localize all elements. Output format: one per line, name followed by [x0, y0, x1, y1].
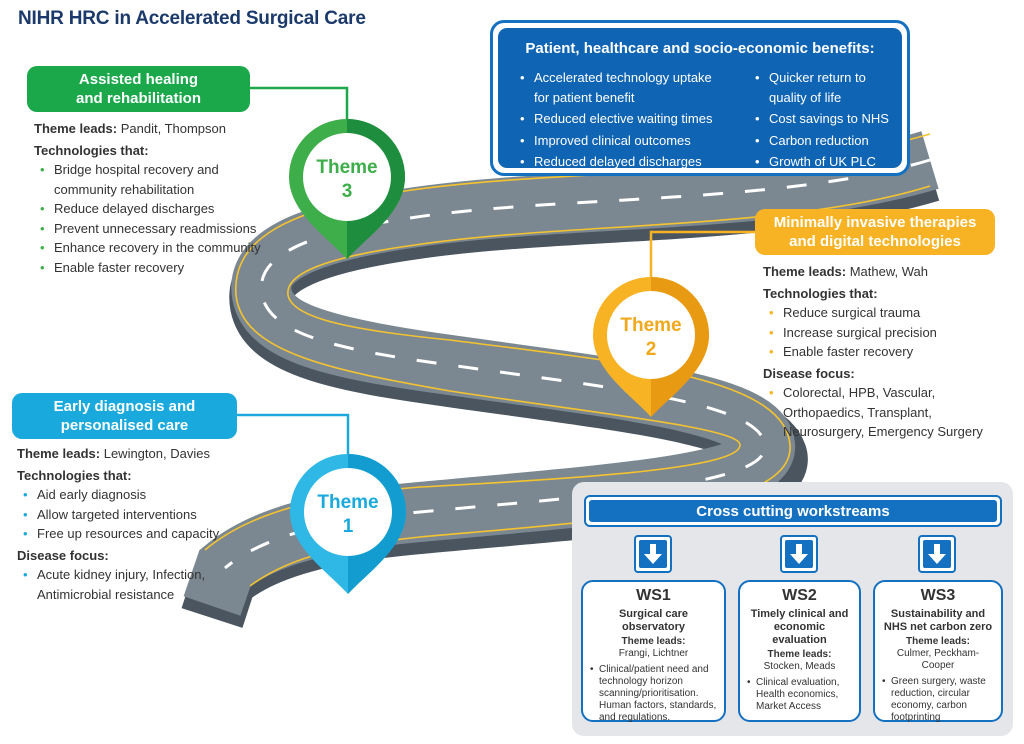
theme2-disease-label: Disease focus: — [763, 365, 855, 381]
ws2-bullet: Clinical evaluation, Health economics, M… — [746, 677, 853, 713]
ws2-card: WS2 Timely clinical and economic evaluat… — [738, 580, 861, 722]
theme3-pin: Theme 3 — [289, 119, 405, 259]
benefit-item: Accelerated technology uptake for patien… — [518, 68, 728, 107]
theme2-tech-list: Reduce surgical trauma Increase surgical… — [763, 303, 1018, 362]
ws2-leads-label: Theme leads: — [767, 649, 832, 660]
theme2-pin: Theme 2 — [593, 277, 709, 417]
list-item: Allow targeted interventions — [17, 505, 257, 525]
ws1-leads-label: Theme leads: — [621, 636, 686, 647]
cross-cutting-header: Cross cutting workstreams — [584, 495, 1002, 527]
benefit-item: Improved clinical outcomes — [518, 131, 728, 151]
list-item: Enable faster recovery — [763, 342, 1018, 362]
theme3-pin-word: Theme — [316, 157, 377, 178]
road-yellow-line-inner — [249, 185, 931, 587]
theme2-disease-list: Colorectal, HPB, Vascular, Orthopaedics,… — [763, 383, 1018, 442]
benefit-item: Reduced delayed discharges — [518, 152, 728, 172]
theme2-pin-word: Theme — [620, 315, 681, 336]
theme1-connector — [237, 413, 350, 462]
theme1-details: Theme leads: Lewington, Davies Technolog… — [17, 444, 257, 604]
theme1-pin: Theme 1 — [290, 454, 406, 594]
theme2-leads-label: Theme leads: — [763, 264, 847, 279]
theme2-tech-label: Technologies that: — [763, 285, 878, 301]
benefits-box: Patient, healthcare and socio-economic b… — [490, 20, 910, 176]
list-item: Enable faster recovery — [34, 258, 274, 278]
page-title: NIHR HRC in Accelerated Surgical Care — [18, 8, 366, 29]
theme1-leads-label: Theme leads: — [17, 446, 101, 461]
benefits-list-left: Accelerated technology uptake for patien… — [518, 68, 728, 172]
theme3-details: Theme leads: Pandit, Thompson Technologi… — [34, 119, 274, 277]
ws2-leads: Stocken, Meads — [763, 661, 836, 672]
theme1-disease-list: Acute kidney injury, Infection, Antimicr… — [17, 565, 257, 604]
ws3-leads: Culmer, Peckham-Cooper — [896, 648, 980, 671]
theme3-title: Assisted healing and rehabilitation — [75, 71, 201, 107]
arrow-down-icon — [928, 544, 946, 564]
list-item: Enhance recovery in the community — [34, 238, 274, 258]
road-center-dashes — [224, 158, 931, 570]
theme1-pin-word: Theme — [317, 492, 378, 513]
benefit-item: Reduced elective waiting times — [518, 109, 728, 129]
theme1-pin-number: 1 — [343, 516, 354, 537]
ws2-id: WS2 — [782, 587, 817, 604]
ws3-id: WS3 — [920, 587, 956, 604]
theme1-title-badge: Early diagnosis and personalised care — [12, 393, 237, 439]
ws1-bullet: Clinical/patient need and technology hor… — [589, 664, 718, 724]
ws1-card: WS1 Surgical care observatory Theme lead… — [581, 580, 726, 724]
cross-cutting-title: Cross cutting workstreams — [589, 500, 997, 522]
benefit-item: Growth of UK PLC — [753, 152, 893, 172]
ws1-arrow-box — [634, 535, 672, 573]
theme3-title-badge: Assisted healing and rehabilitation — [27, 66, 250, 112]
list-item: Free up resources and capacity — [17, 524, 257, 544]
theme3-leads: Pandit, Thompson — [120, 121, 226, 136]
theme3-pin-number: 3 — [342, 181, 353, 202]
theme3-leads-label: Theme leads: — [34, 121, 118, 136]
ws3-name: Sustainability and NHS net carbon zero — [883, 608, 993, 633]
ws1-leads: Frangi, Lichtner — [618, 648, 689, 659]
theme1-tech-list: Aid early diagnosis Allow targeted inter… — [17, 485, 257, 544]
list-item: Aid early diagnosis — [17, 485, 257, 505]
list-item: Bridge hospital recovery and community r… — [34, 160, 234, 199]
theme2-leads: Mathew, Wah — [849, 264, 928, 279]
ws2-name: Timely clinical and economic evaluation — [750, 608, 849, 646]
list-item: Reduce delayed discharges — [34, 199, 274, 219]
arrow-down-icon — [644, 544, 662, 564]
theme1-tech-label: Technologies that: — [17, 467, 132, 483]
benefits-list-right: Quicker return to quality of life Cost s… — [753, 68, 893, 172]
benefit-item: Carbon reduction — [753, 131, 893, 151]
theme2-pin-number: 2 — [646, 339, 657, 360]
benefits-title: Patient, healthcare and socio-economic b… — [525, 40, 875, 57]
list-item: Acute kidney injury, Infection, Antimicr… — [17, 565, 237, 604]
arrow-down-icon — [790, 544, 808, 564]
theme1-leads: Lewington, Davies — [103, 446, 210, 461]
ws3-leads-label: Theme leads: — [906, 636, 970, 647]
ws3-bullet: Green surgery, waste reduction, circular… — [881, 676, 995, 724]
ws1-name: Surgical care observatory — [618, 608, 689, 633]
theme1-title: Early diagnosis and personalised care — [53, 398, 196, 434]
theme3-tech-label: Technologies that: — [34, 142, 149, 158]
list-item: Reduce surgical trauma — [763, 303, 1018, 323]
theme2-title: Minimally invasive therapies and digital… — [773, 214, 977, 250]
theme3-tech-list: Bridge hospital recovery and community r… — [34, 160, 274, 277]
theme2-title-badge: Minimally invasive therapies and digital… — [755, 209, 995, 255]
ws3-card: WS3 Sustainability and NHS net carbon ze… — [873, 580, 1003, 724]
benefit-item: Quicker return to quality of life — [753, 68, 893, 107]
list-item: Prevent unnecessary readmissions — [34, 219, 274, 239]
ws1-id: WS1 — [636, 587, 671, 604]
benefit-item: Cost savings to NHS — [753, 109, 893, 129]
road-yellow-line-outer — [204, 133, 931, 551]
theme2-details: Theme leads: Mathew, Wah Technologies th… — [763, 262, 1018, 442]
list-item: Increase surgical precision — [763, 323, 1018, 343]
ws2-arrow-box — [780, 535, 818, 573]
ws3-arrow-box — [918, 535, 956, 573]
list-item: Colorectal, HPB, Vascular, Orthopaedics,… — [763, 383, 993, 442]
theme1-disease-label: Disease focus: — [17, 547, 109, 563]
